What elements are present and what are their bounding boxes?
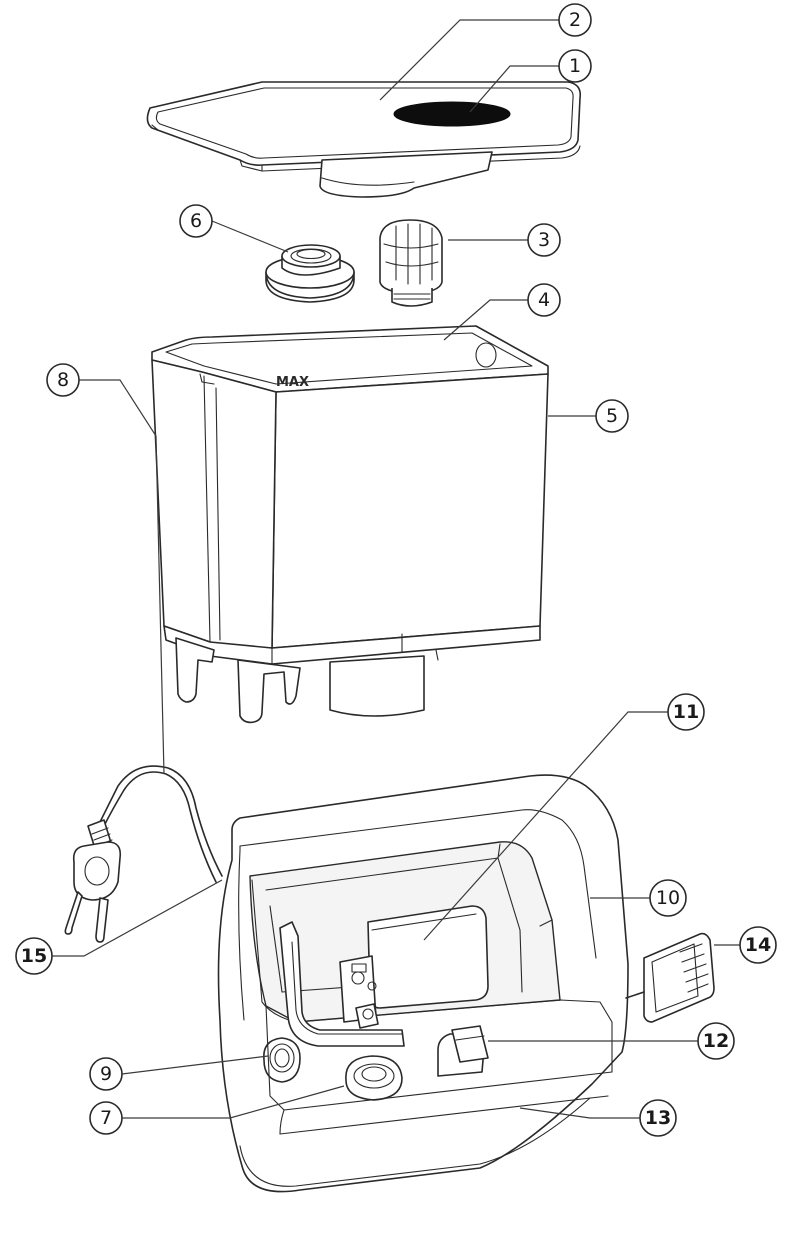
inlet-valve <box>345 1055 403 1101</box>
callout-3: 3 <box>527 223 561 257</box>
callout-14-label: 14 <box>745 934 771 956</box>
callout-12-label: 12 <box>703 1030 729 1052</box>
callout-1: 1 <box>558 49 592 83</box>
outlet-port <box>263 1037 301 1083</box>
callout-11-label: 11 <box>673 701 699 723</box>
callout-6-label: 6 <box>190 210 202 232</box>
callout-2: 2 <box>558 3 592 37</box>
callout-9: 9 <box>89 1057 123 1091</box>
callout-11: 11 <box>667 693 705 731</box>
callout-13: 13 <box>639 1099 677 1137</box>
callout-7: 7 <box>89 1101 123 1135</box>
callout-15: 15 <box>15 937 53 975</box>
callout-1-label: 1 <box>569 55 581 77</box>
callout-10: 10 <box>649 879 687 917</box>
callout-8: 8 <box>46 363 80 397</box>
callout-14: 14 <box>739 926 777 964</box>
lid-knob <box>393 101 511 127</box>
water-tank: MAX <box>151 325 549 724</box>
callout-3-label: 3 <box>538 229 550 251</box>
callout-7-label: 7 <box>100 1107 112 1129</box>
callout-9-label: 9 <box>100 1063 112 1085</box>
callout-2-label: 2 <box>569 9 581 31</box>
lid <box>146 81 582 198</box>
callout-15-label: 15 <box>21 945 47 967</box>
leader-lines <box>52 19 740 1119</box>
callout-8-label: 8 <box>57 369 69 391</box>
callout-4-label: 4 <box>538 289 550 311</box>
base-unit <box>217 774 629 1193</box>
callout-4: 4 <box>527 283 561 317</box>
power-cord <box>64 765 223 943</box>
callout-10-label: 10 <box>656 887 680 909</box>
callout-12: 12 <box>697 1022 735 1060</box>
callout-13-label: 13 <box>645 1107 671 1129</box>
tank-max-mark: MAX <box>276 375 309 390</box>
callout-5: 5 <box>595 399 629 433</box>
callout-5-label: 5 <box>606 405 618 427</box>
grille-filter <box>625 932 715 1023</box>
filter-cartridge <box>379 219 443 307</box>
callout-6: 6 <box>179 204 213 238</box>
seal-ring <box>265 244 355 303</box>
